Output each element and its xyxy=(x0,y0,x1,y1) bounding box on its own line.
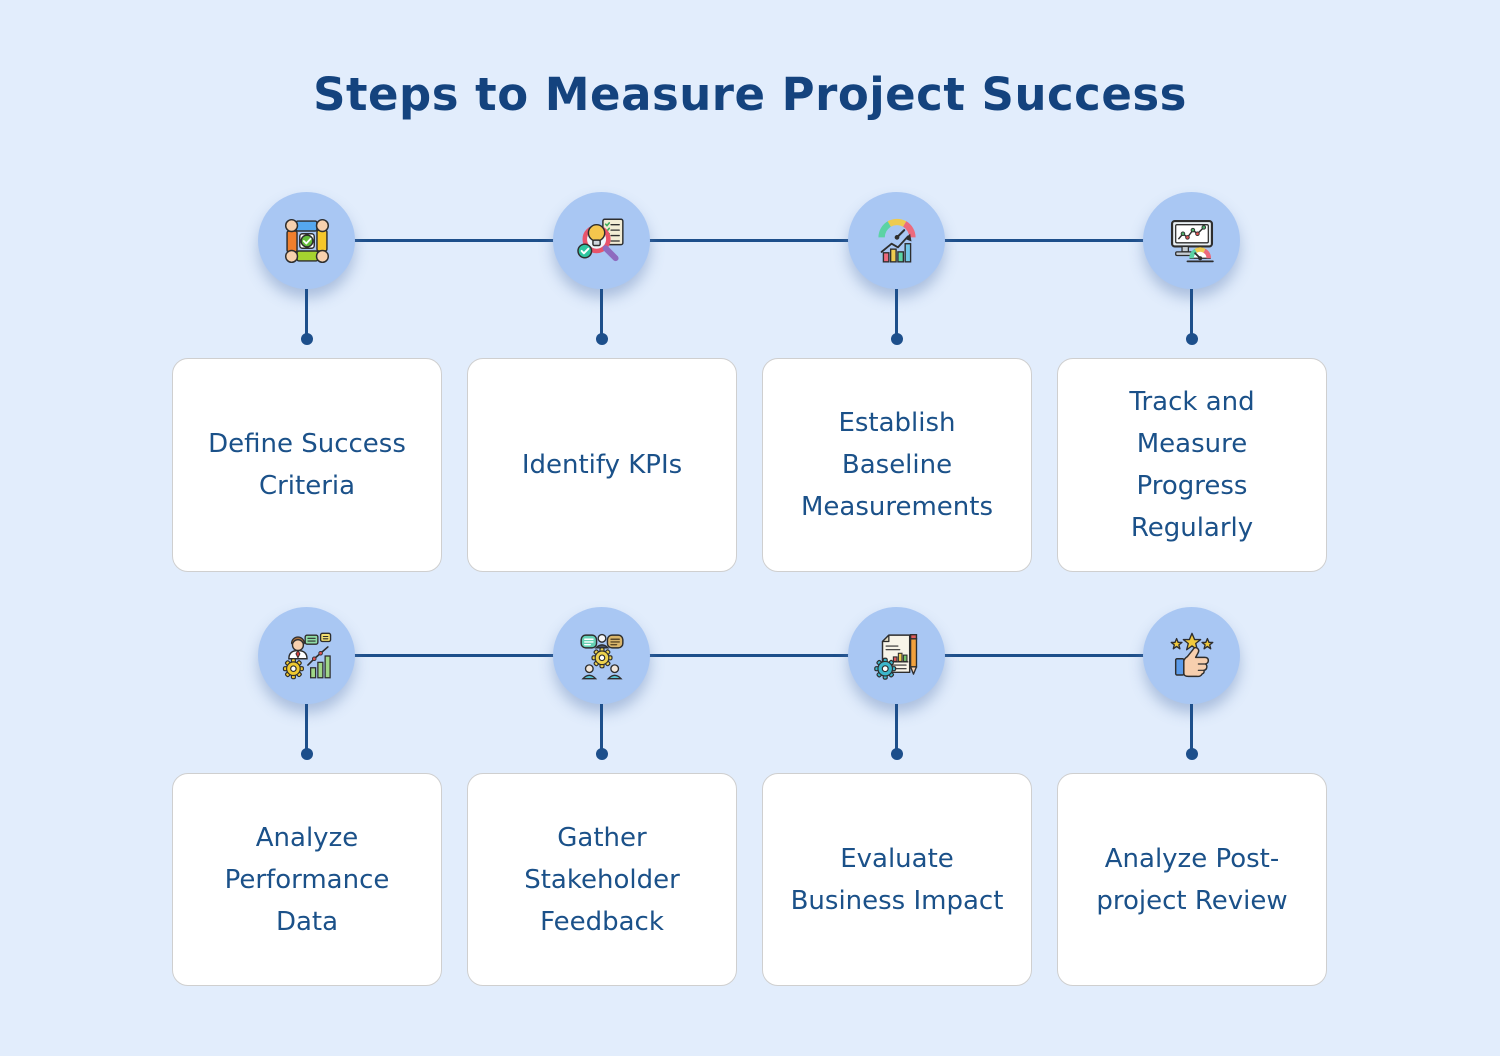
gauge-bar-chart-icon xyxy=(877,218,916,263)
analyst-gear-chart-icon xyxy=(282,632,331,679)
step-8-icon-badge xyxy=(1143,607,1240,704)
step-6-label: Gather Stakeholder Feedback xyxy=(524,822,680,937)
step-4-label: Track and Measure Progress Regularly xyxy=(1129,387,1255,543)
step-6-card: Gather Stakeholder Feedback xyxy=(467,773,737,986)
step-8-connector-dot xyxy=(1186,748,1198,760)
row1-connector-line xyxy=(307,239,1192,242)
step-7-card: Evaluate Business Impact xyxy=(762,773,1032,986)
step-4-connector-dot xyxy=(1186,333,1198,345)
teamwork-hands-check-icon xyxy=(284,218,329,263)
step-1-icon-badge xyxy=(258,192,355,289)
step-5-stub-line xyxy=(305,704,308,749)
step-2-label: Identify KPIs xyxy=(521,450,683,480)
step-3-card: Establish Baseline Measurements xyxy=(762,358,1032,572)
step-3-stub-line xyxy=(895,289,898,334)
step-3-label: Establish Baseline Measurements xyxy=(800,408,994,522)
page-title: Steps to Measure Project Success xyxy=(313,68,1187,121)
step-5-icon-badge xyxy=(258,607,355,704)
monitor-line-chart-gauge-icon xyxy=(1170,219,1214,262)
step-4-card: Track and Measure Progress Regularly xyxy=(1057,358,1327,572)
step-3-icon-badge xyxy=(848,192,945,289)
step-8-card: Analyze Post- project Review xyxy=(1057,773,1327,986)
step-1-card: Define Success Criteria xyxy=(172,358,442,572)
step-2-icon-badge xyxy=(553,192,650,289)
step-2-connector-dot xyxy=(596,333,608,345)
thumbs-up-stars-icon xyxy=(1170,632,1213,677)
step-6-stub-line xyxy=(600,704,603,749)
step-1-stub-line xyxy=(305,289,308,334)
step-6-connector-dot xyxy=(596,748,608,760)
step-7-connector-dot xyxy=(891,748,903,760)
row2-connector-line xyxy=(307,654,1192,657)
people-feedback-gear-icon xyxy=(579,633,624,679)
step-7-label: Evaluate Business Impact xyxy=(790,843,1004,916)
step-2-card: Identify KPIs xyxy=(467,358,737,572)
step-4-icon-badge xyxy=(1143,192,1240,289)
step-1-connector-dot xyxy=(301,333,313,345)
step-7-icon-badge xyxy=(848,607,945,704)
step-1-label: Define Success Criteria xyxy=(208,429,406,501)
step-2-stub-line xyxy=(600,289,603,334)
step-5-label: Analyze Performance Data xyxy=(224,822,390,937)
step-8-stub-line xyxy=(1190,704,1193,749)
step-5-card: Analyze Performance Data xyxy=(172,773,442,986)
step-7-stub-line xyxy=(895,704,898,749)
step-5-connector-dot xyxy=(301,748,313,760)
step-4-stub-line xyxy=(1190,289,1193,334)
bulb-magnifier-checklist-icon xyxy=(576,218,624,261)
step-8-label: Analyze Post- project Review xyxy=(1096,843,1288,916)
step-3-connector-dot xyxy=(891,333,903,345)
report-pencil-gear-icon xyxy=(873,633,917,680)
step-6-icon-badge xyxy=(553,607,650,704)
